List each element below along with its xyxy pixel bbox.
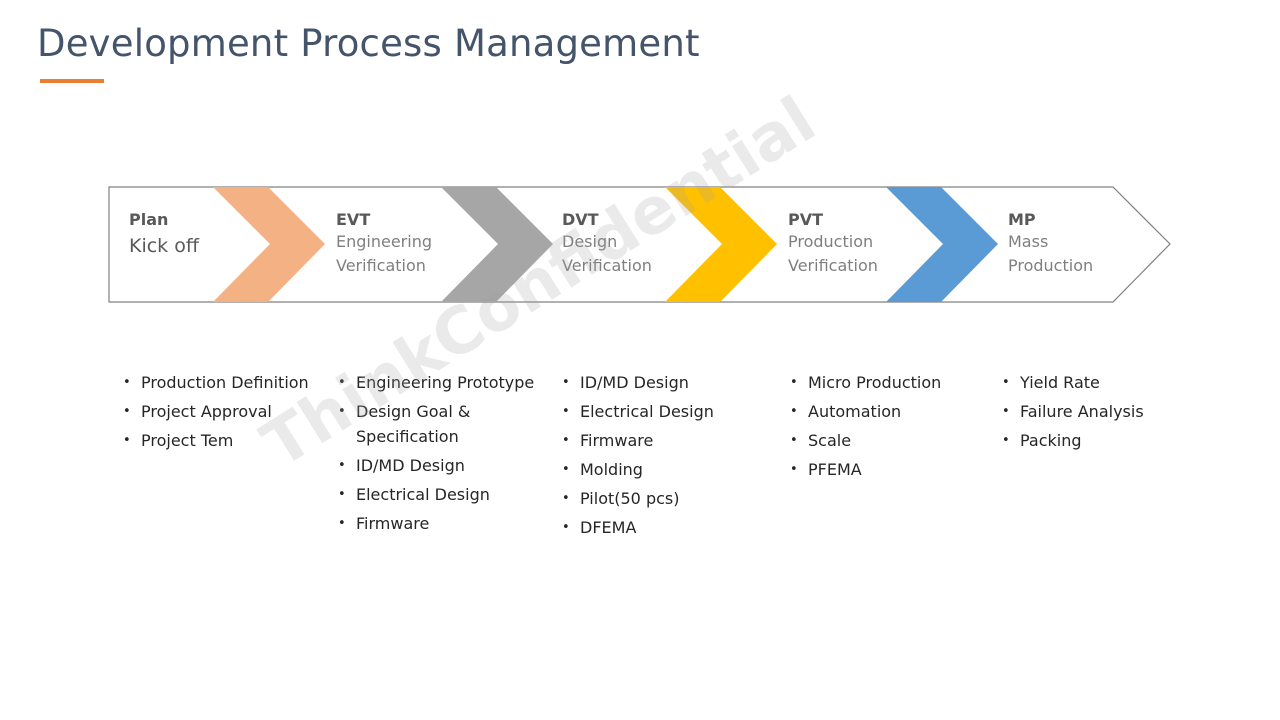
list-item: Failure Analysis bbox=[1002, 399, 1205, 424]
list-item: PFEMA bbox=[790, 457, 993, 482]
list-item: ID/MD Design bbox=[562, 370, 765, 395]
mp-task-list: Yield Rate Failure Analysis Packing bbox=[1002, 370, 1205, 457]
stage-name: MP bbox=[1008, 210, 1036, 229]
list-item: Molding bbox=[562, 457, 765, 482]
plan-task-list: Production Definition Project Approval P… bbox=[123, 370, 326, 457]
chevron-pvt-mp bbox=[886, 187, 998, 302]
stage-dvt: DVT Design Verification bbox=[562, 210, 762, 278]
list-item: Automation bbox=[790, 399, 993, 424]
list-item: Pilot(50 pcs) bbox=[562, 486, 765, 511]
list-item: DFEMA bbox=[562, 515, 765, 540]
list-item: Scale bbox=[790, 428, 993, 453]
stage-plan: Plan Kick off bbox=[129, 210, 329, 262]
stage-description: Production Verification bbox=[788, 232, 878, 275]
stage-name: EVT bbox=[336, 210, 371, 229]
dvt-task-list: ID/MD Design Electrical Design Firmware … bbox=[562, 370, 765, 544]
stage-mp: MP Mass Production bbox=[1008, 210, 1208, 278]
list-item: Firmware bbox=[338, 511, 541, 536]
list-item: Yield Rate bbox=[1002, 370, 1205, 395]
stage-name: DVT bbox=[562, 210, 599, 229]
list-item: Production Definition bbox=[123, 370, 326, 395]
list-item: Project Approval bbox=[123, 399, 326, 424]
chevron-dvt-pvt bbox=[665, 187, 777, 302]
chevron-evt-dvt bbox=[441, 187, 553, 302]
stage-description: Engineering Verification bbox=[336, 232, 432, 275]
stage-description: Design Verification bbox=[562, 232, 652, 275]
list-item: Design Goal & Specification bbox=[338, 399, 496, 449]
list-item: Micro Production bbox=[790, 370, 993, 395]
list-item: Electrical Design bbox=[338, 482, 541, 507]
list-item: Packing bbox=[1002, 428, 1205, 453]
evt-task-list: Engineering Prototype Design Goal & Spec… bbox=[338, 370, 541, 540]
process-arrow-outline bbox=[108, 186, 1171, 303]
list-item: Project Tem bbox=[123, 428, 326, 453]
list-item: Electrical Design bbox=[562, 399, 765, 424]
list-item: Engineering Prototype bbox=[338, 370, 541, 395]
page-title: Development Process Management bbox=[37, 22, 700, 65]
stage-description: Mass Production bbox=[1008, 232, 1094, 275]
stage-name: PVT bbox=[788, 210, 824, 229]
stage-description: Kick off bbox=[129, 235, 199, 257]
list-item: ID/MD Design bbox=[338, 453, 541, 478]
stage-evt: EVT Engineering Verification bbox=[336, 210, 536, 278]
list-item: Firmware bbox=[562, 428, 765, 453]
chevron-plan-evt bbox=[213, 187, 325, 302]
pvt-task-list: Micro Production Automation Scale PFEMA bbox=[790, 370, 993, 486]
stage-name: Plan bbox=[129, 210, 169, 229]
title-underline bbox=[40, 79, 104, 83]
stage-pvt: PVT Production Verification bbox=[788, 210, 988, 278]
